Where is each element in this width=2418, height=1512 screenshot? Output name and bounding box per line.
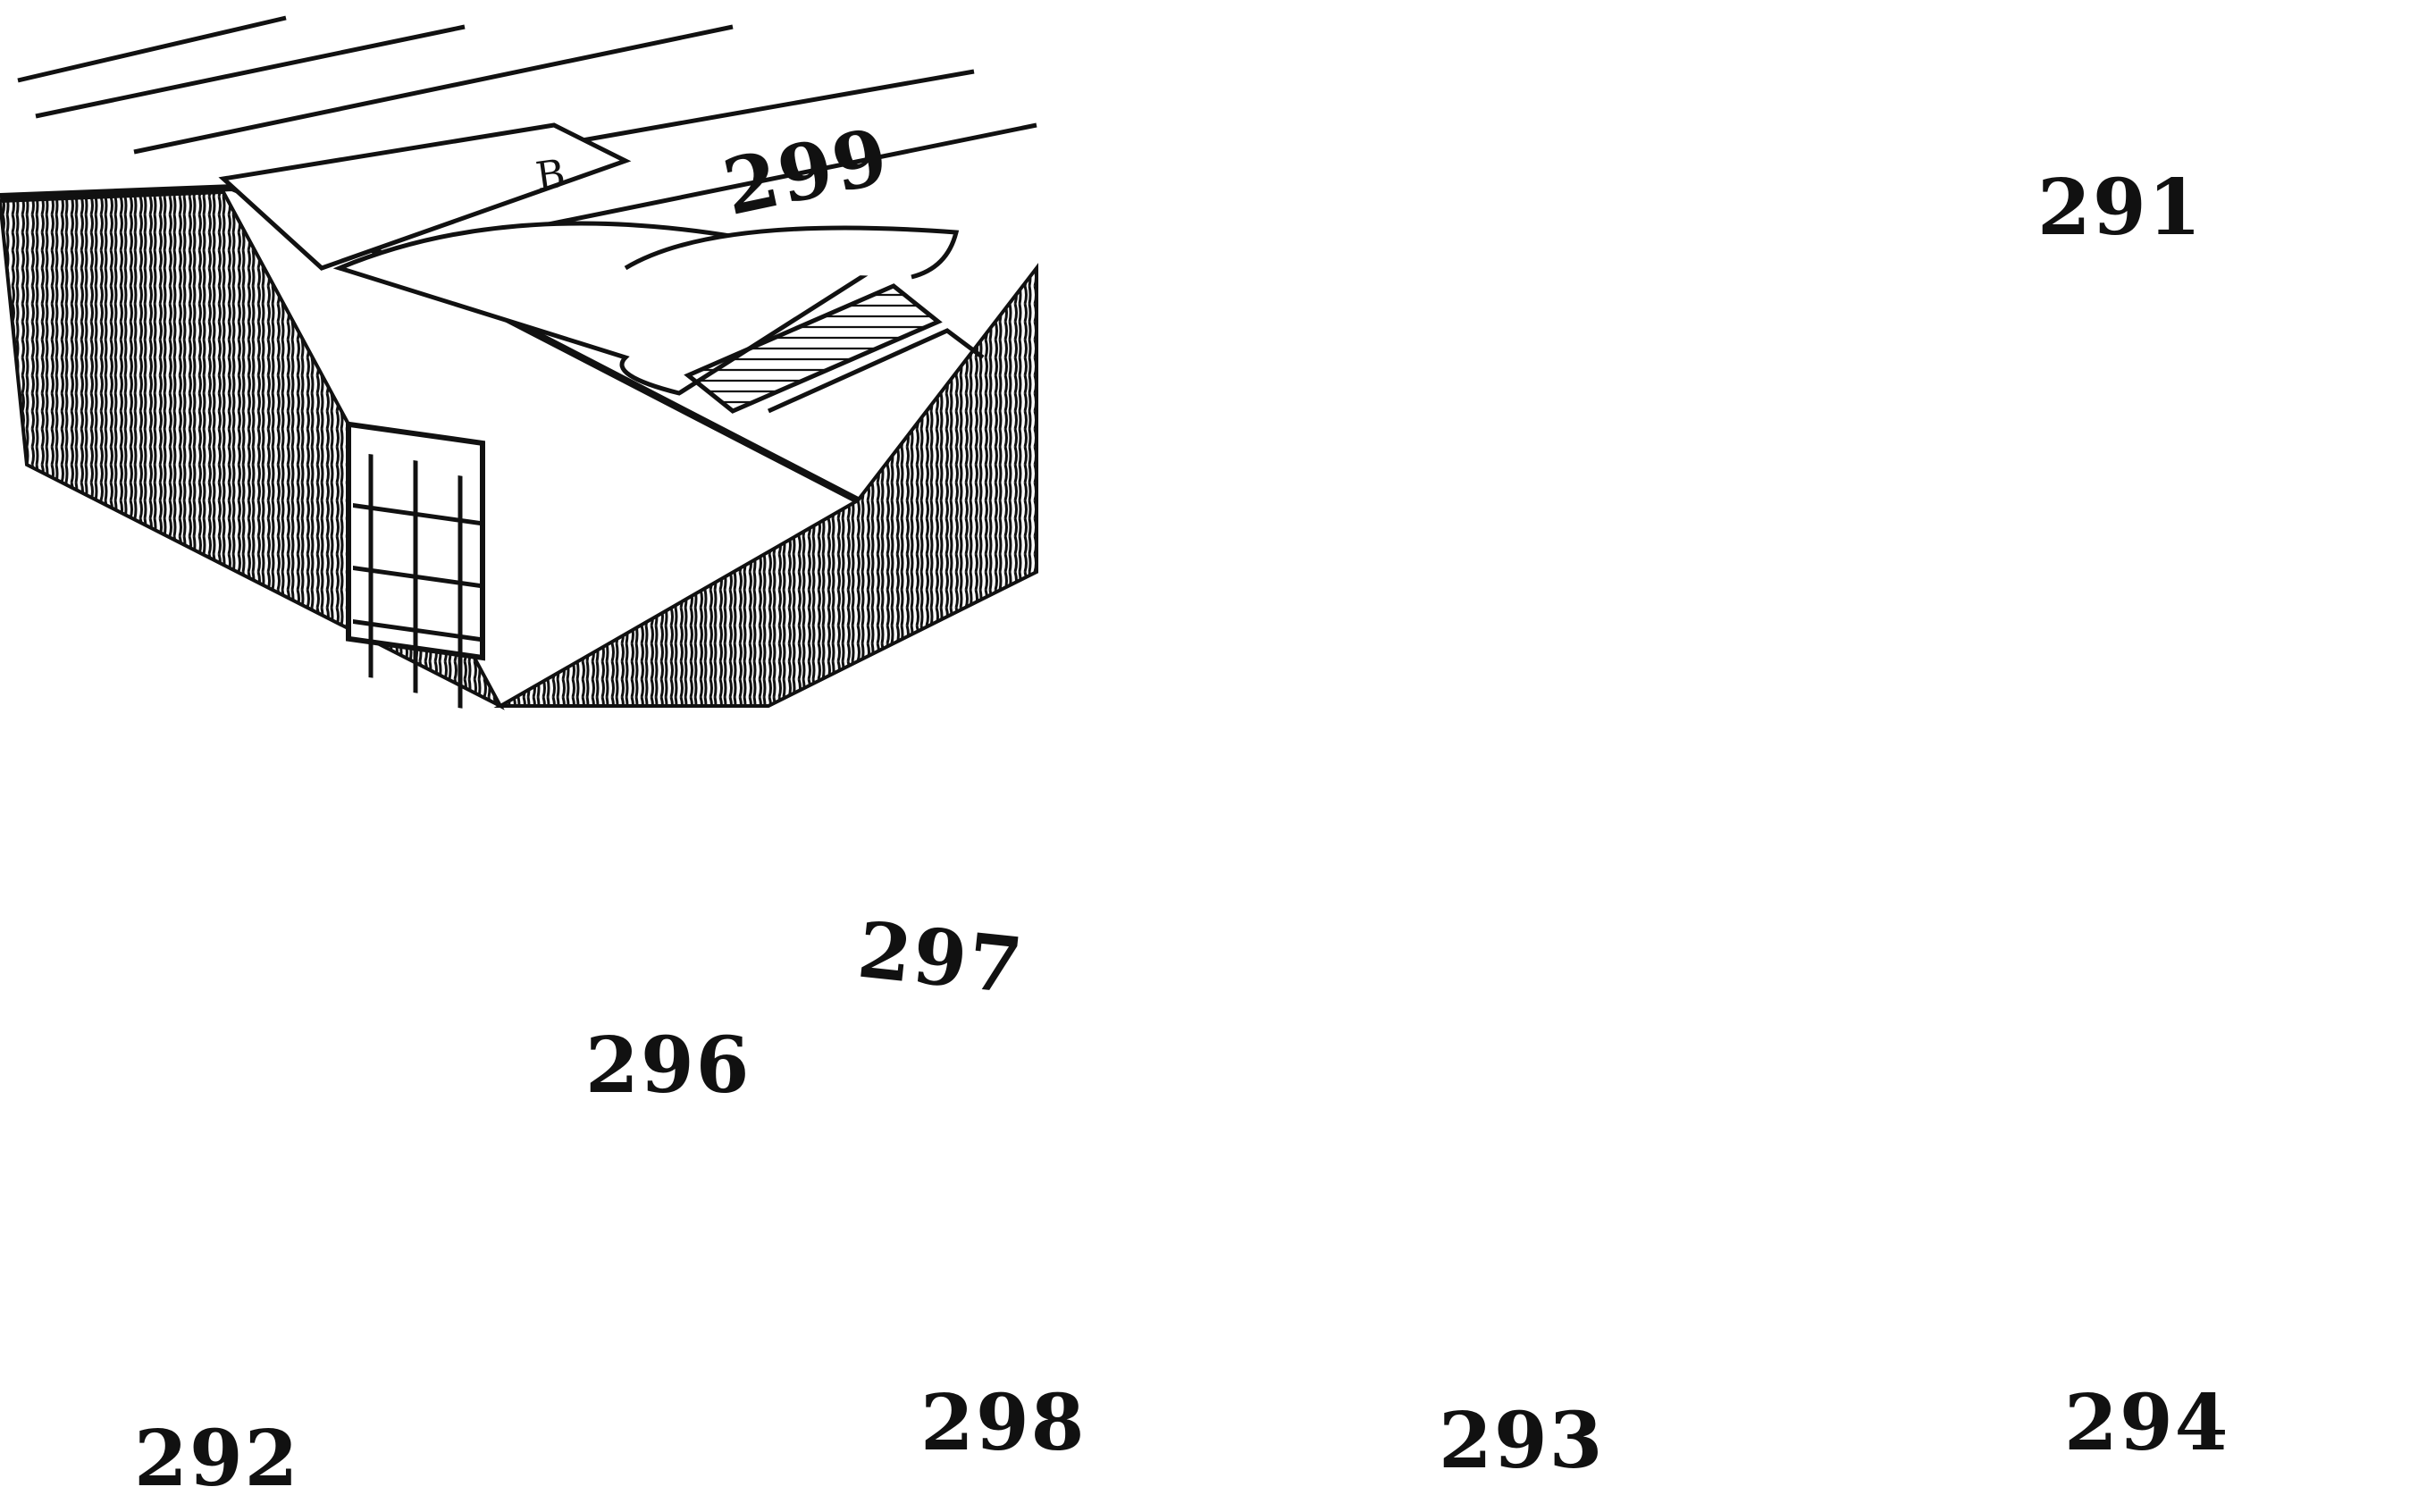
figure-293-number: 293	[1439, 1396, 1605, 1486]
figure-299-illustration	[0, 15, 1038, 710]
figure-297-number: 297	[853, 904, 1028, 1012]
figure-292-number: 292	[134, 1414, 300, 1504]
figure-291-number: 291	[2037, 163, 2204, 253]
figure-296-number: 296	[585, 1021, 751, 1111]
figure-294-number: 294	[2064, 1378, 2230, 1468]
figure-299-letter-label: B	[533, 151, 568, 201]
figure-298-number: 298	[920, 1378, 1087, 1468]
